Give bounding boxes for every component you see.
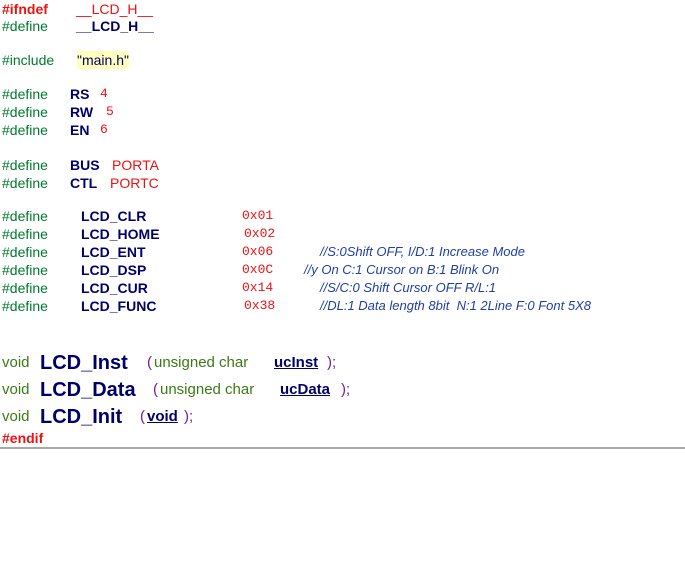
code-line-define-lcd-clr: #define LCD_CLR 0x01 [2,207,273,225]
guard-macro-name: __LCD_H__ [76,1,154,17]
function-name: LCD_Init [40,406,123,428]
macro-value: 0x38 [244,298,276,313]
close-paren: ); [327,354,337,371]
return-type: void [2,408,30,425]
code-comment: //y On C:1 Cursor on B:1 Blink On [304,262,500,277]
bottom-separator [0,447,685,449]
directive-define: #define [2,157,48,173]
macro-value: 4 [100,86,108,101]
directive-define: #define [2,122,48,138]
param-name: void [147,408,178,425]
code-line-define-lcd-dsp: #define LCD_DSP 0x0C //y On C:1 Cursor o… [2,261,499,279]
directive-define: #define [2,226,48,242]
code-line-define-rs: #define RS 4 [2,85,108,103]
code-line-define-lcd-ent: #define LCD_ENT 0x06 //S:0Shift OFF, I/D… [2,243,525,261]
macro-value: 5 [106,104,114,119]
code-line-prototype-lcd-inst: void LCD_Inst ( unsigned char ucInst ); [2,350,336,376]
code-line-define-lcd-func: #define LCD_FUNC 0x38 //DL:1 Data length… [2,297,591,315]
return-type: void [2,381,30,398]
macro-name: BUS [70,157,100,173]
directive-endif: #endif [2,430,44,446]
directive-define: #define [2,18,48,34]
macro-value: 0x06 [242,244,274,259]
code-line-prototype-lcd-init: void LCD_Init ( void ); [2,404,193,430]
macro-value: 0x01 [242,208,274,223]
code-line-define-ctl: #define CTL PORTC [2,174,159,192]
macro-value: PORTC [110,175,159,191]
macro-name: LCD_FUNC [81,298,157,314]
guard-macro-name: __LCD_H__ [76,18,154,34]
macro-value: PORTA [112,157,159,173]
directive-define: #define [2,104,48,120]
macro-name: RS [70,86,90,102]
code-editor[interactable]: #ifndef __LCD_H__ #define __LCD_H__ #inc… [0,0,685,450]
directive-define: #define [2,244,48,260]
param-name: ucData [280,381,331,398]
directive-include: #include [2,52,55,68]
return-type: void [2,354,30,371]
macro-value: 0x0C [242,262,274,277]
directive-define: #define [2,280,48,296]
macro-name: CTL [70,175,98,191]
open-paren: ( [147,354,152,371]
close-paren: ); [184,408,194,425]
code-line-define-lcd-home: #define LCD_HOME 0x02 [2,225,275,243]
code-line-define-en: #define EN 6 [2,121,108,139]
directive-define: #define [2,86,48,102]
code-line-define-lcd-cur: #define LCD_CUR 0x14 //S/C:0 Shift Curso… [2,279,496,297]
macro-value: 0x14 [242,280,274,295]
code-line-include: #include "main.h" [2,51,129,69]
macro-name: RW [70,104,94,120]
code-line-define-guard: #define __LCD_H__ [2,17,154,35]
function-name: LCD_Inst [40,352,128,374]
code-comment: //DL:1 Data length 8bit N:1 2Line F:0 Fo… [320,298,591,313]
code-line-endif: #endif [2,429,43,447]
macro-name: LCD_DSP [81,262,147,278]
function-name: LCD_Data [40,379,136,401]
directive-define: #define [2,208,48,224]
param-type: unsigned char [160,381,255,398]
code-comment: //S/C:0 Shift Cursor OFF R/L:1 [320,280,497,295]
param-type: unsigned char [154,354,249,371]
code-line-define-bus: #define BUS PORTA [2,156,159,174]
macro-name: LCD_CUR [81,280,148,296]
macro-value: 6 [100,122,108,137]
macro-name: EN [70,122,90,138]
macro-value: 0x02 [244,226,276,241]
include-file-string: "main.h" [77,51,129,69]
close-paren: ); [341,381,351,398]
code-line-ifndef: #ifndef __LCD_H__ [2,0,153,18]
code-comment: //S:0Shift OFF, I/D:1 Increase Mode [320,244,525,259]
code-line-prototype-lcd-data: void LCD_Data ( unsigned char ucData ); [2,377,350,403]
macro-name: LCD_CLR [81,208,147,224]
param-name: ucInst [274,354,319,371]
open-paren: ( [153,381,158,398]
open-paren: ( [140,408,145,425]
directive-define: #define [2,262,48,278]
directive-ifndef: #ifndef [2,1,48,17]
directive-define: #define [2,175,48,191]
directive-define: #define [2,298,48,314]
macro-name: LCD_HOME [81,226,160,242]
code-line-define-rw: #define RW 5 [2,103,114,121]
macro-name: LCD_ENT [81,244,146,260]
